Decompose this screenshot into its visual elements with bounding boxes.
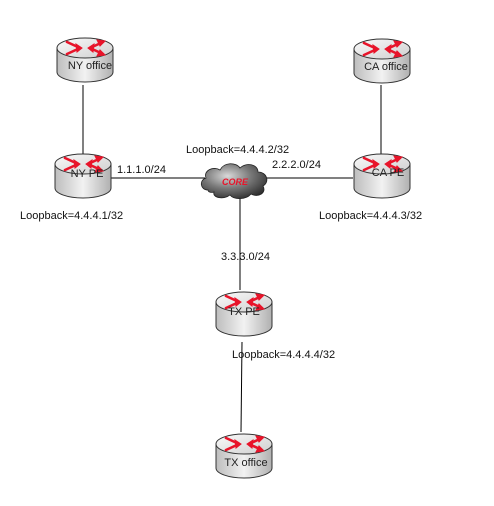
- router-label-tx-office: TX office: [224, 457, 267, 469]
- router-label-ny-pe: NY PE: [71, 168, 104, 180]
- router-ny-office[interactable]: NY office: [55, 36, 115, 84]
- ca-loopback-label: Loopback=4.4.4.3/32: [319, 210, 422, 222]
- router-ny-pe[interactable]: NY PE: [53, 152, 113, 200]
- link-tx-pe-tx-office: [240, 341, 243, 433]
- router-label-ca-office: CA office: [364, 61, 408, 73]
- links: [82, 85, 382, 433]
- cloud-icon: [200, 163, 268, 200]
- ca-link-label: 2.2.2.0/24: [272, 159, 321, 171]
- core-label: CORE: [222, 177, 249, 187]
- ny-link-label: 1.1.1.0/24: [117, 164, 166, 176]
- router-label-ny-office: NY office: [68, 60, 112, 72]
- ny-loopback-label: Loopback=4.4.4.1/32: [20, 210, 123, 222]
- router-ca-office[interactable]: CA office: [352, 37, 412, 85]
- router-label-tx-pe: TX PE: [228, 306, 260, 318]
- core-cloud[interactable]: CORE: [200, 163, 268, 200]
- router-tx-office[interactable]: TX office: [214, 432, 274, 480]
- tx-loopback-label: Loopback=4.4.4.4/32: [232, 349, 335, 361]
- router-tx-pe[interactable]: TX PE: [214, 290, 274, 338]
- tx-link-label: 3.3.3.0/24: [221, 251, 270, 263]
- core-loopback-label: Loopback=4.4.4.2/32: [186, 144, 289, 156]
- router-label-ca-pe: CA PE: [372, 167, 404, 179]
- router-ca-pe[interactable]: CA PE: [352, 152, 412, 200]
